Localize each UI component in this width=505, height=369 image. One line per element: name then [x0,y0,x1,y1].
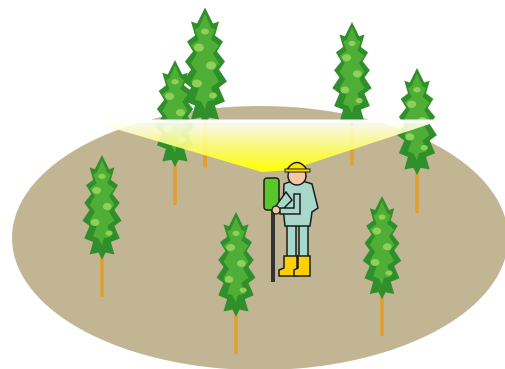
forest-survey-illustration [0,0,505,369]
scene-svg [0,0,505,369]
